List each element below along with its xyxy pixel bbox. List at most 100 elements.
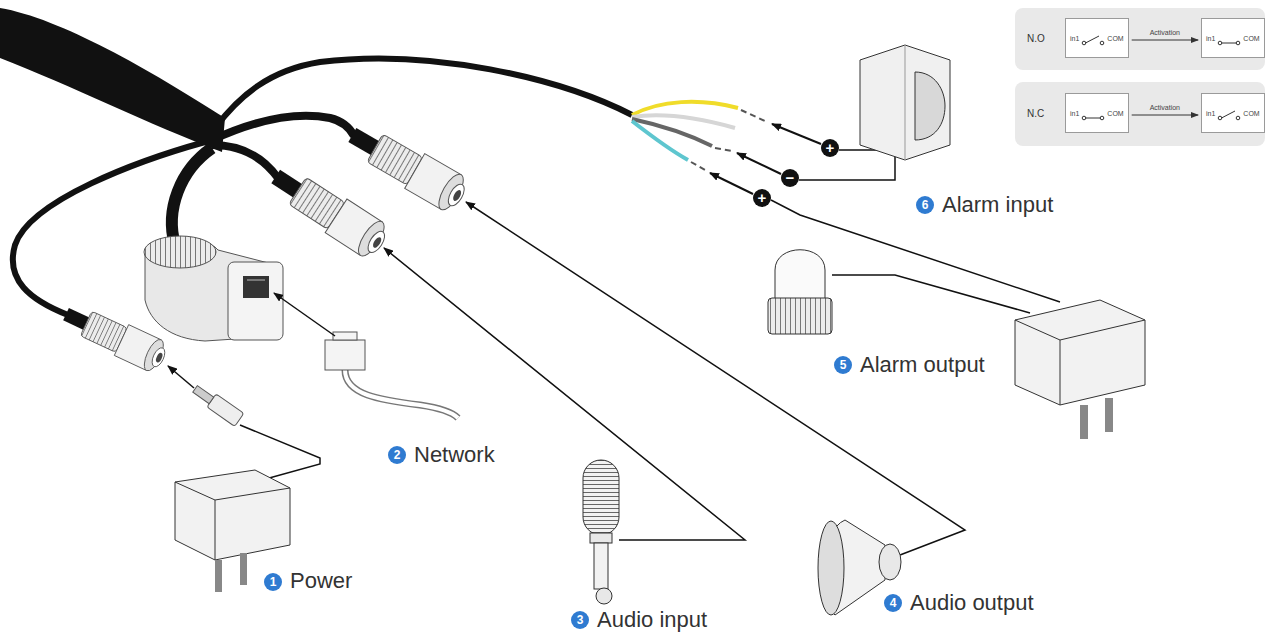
alarm-wires (832, 275, 1030, 313)
switch-contact (1101, 116, 1105, 120)
power-adapter (175, 470, 290, 560)
cable-bundle (172, 148, 212, 245)
legend-panel: N.Oin1COMin1COM (1015, 8, 1265, 70)
alarm-power-adapter (1105, 398, 1113, 432)
terminal-label: in1 (1206, 34, 1215, 43)
part-label: Audio input (597, 607, 707, 633)
switch-contact (1219, 41, 1223, 45)
switch-contact (1101, 41, 1105, 45)
alarm-wires (737, 153, 781, 174)
alarm-wires (632, 121, 688, 160)
ethernet-plug (325, 340, 365, 370)
switch-contact (1083, 116, 1087, 120)
microphone (590, 533, 612, 543)
switch-box: in1 COM (1201, 18, 1265, 58)
rj45-socket (243, 276, 269, 298)
rj45-socket (247, 280, 265, 281)
ethernet-plug (345, 370, 458, 418)
switch-box: in1 COM (1065, 93, 1129, 133)
power-adapter (215, 560, 222, 592)
part-label: Alarm input (942, 192, 1053, 218)
alarm-wires (799, 155, 895, 180)
pir-sensor (915, 72, 945, 140)
part-label: Audio output (910, 590, 1034, 616)
switch-lever (1222, 111, 1236, 118)
legend-panel: N.C in1 COM in1 COM (1015, 82, 1265, 146)
ethernet-plug (274, 293, 335, 336)
pir-sensor (860, 45, 950, 160)
alarm-wires (632, 102, 738, 115)
alarm-beacon (768, 298, 832, 334)
audio-output-connector (342, 118, 471, 216)
callout-number: 1 (264, 573, 282, 591)
terminal-label: COM (1107, 34, 1123, 43)
polarity-sign: + (821, 139, 839, 157)
alarm-wires (710, 173, 753, 194)
activation-arrow (1132, 40, 1198, 41)
switch-contact (1219, 116, 1223, 120)
microphone (594, 543, 608, 589)
switch-contact (1237, 41, 1241, 45)
terminal-label: in1 (1070, 109, 1079, 118)
ethernet-plug (274, 293, 458, 418)
switch-contact (1083, 41, 1087, 45)
legend-panel-background (1015, 8, 1265, 70)
switch-box: in1 COM (1201, 93, 1265, 133)
power-adapter (190, 382, 243, 426)
edge-label: Activation (1149, 28, 1181, 37)
power-adapter (175, 482, 290, 560)
alarm-wires (715, 148, 732, 151)
callout-number: 5 (834, 356, 852, 374)
microphone (596, 588, 612, 604)
alarm-wires (771, 200, 1060, 302)
rj45-socket (228, 262, 283, 340)
callout-number: 6 (916, 196, 934, 214)
switch-symbol (1081, 108, 1105, 122)
cable-bundle (0, 8, 225, 152)
terminal-label: in1 (1206, 109, 1215, 118)
ethernet-plug (345, 370, 458, 418)
alarm-wires (730, 130, 738, 147)
contact-type-label: N.O (1027, 33, 1045, 45)
microphone (384, 248, 745, 540)
power-adapter (168, 366, 194, 388)
terminal-label: COM (1107, 109, 1123, 118)
callout-number: 4 (884, 594, 902, 612)
speaker (879, 544, 901, 580)
power-adapter (168, 366, 320, 592)
switch-lever (1086, 118, 1101, 119)
switch-symbol (1081, 33, 1105, 47)
microphone (583, 460, 619, 535)
contact-type-label: N.C (1027, 108, 1044, 120)
alarm-power-adapter (1015, 300, 1145, 405)
edge-label: Activation (1149, 103, 1181, 112)
rj45-socket (144, 236, 216, 268)
switch-lever (1086, 36, 1100, 43)
alarm-wires (691, 162, 705, 170)
switch-box: in1COM (1065, 18, 1129, 58)
ethernet-plug (333, 332, 357, 340)
alarm-wires (632, 102, 1060, 313)
pir-sensor (860, 45, 950, 160)
speaker (466, 202, 965, 615)
switch-symbol (1217, 108, 1241, 122)
cable-bundle (0, 8, 632, 315)
alarm-wires (772, 124, 821, 144)
part-label: Power (290, 568, 352, 594)
activation-arrow (1132, 115, 1198, 116)
terminal-label: COM (1243, 109, 1259, 118)
polarity-sign: + (753, 189, 771, 207)
audio-input-connector (265, 160, 392, 262)
alarm-beacon (775, 250, 825, 300)
switch-contact (1237, 116, 1241, 120)
alarm-power-adapter (1080, 405, 1088, 439)
alarm-beacon (768, 250, 832, 334)
power-adapter (240, 553, 247, 585)
legend-panel-background (1015, 8, 1265, 146)
terminal-label: COM (1243, 34, 1259, 43)
alarm-power-adapter (1015, 300, 1145, 439)
